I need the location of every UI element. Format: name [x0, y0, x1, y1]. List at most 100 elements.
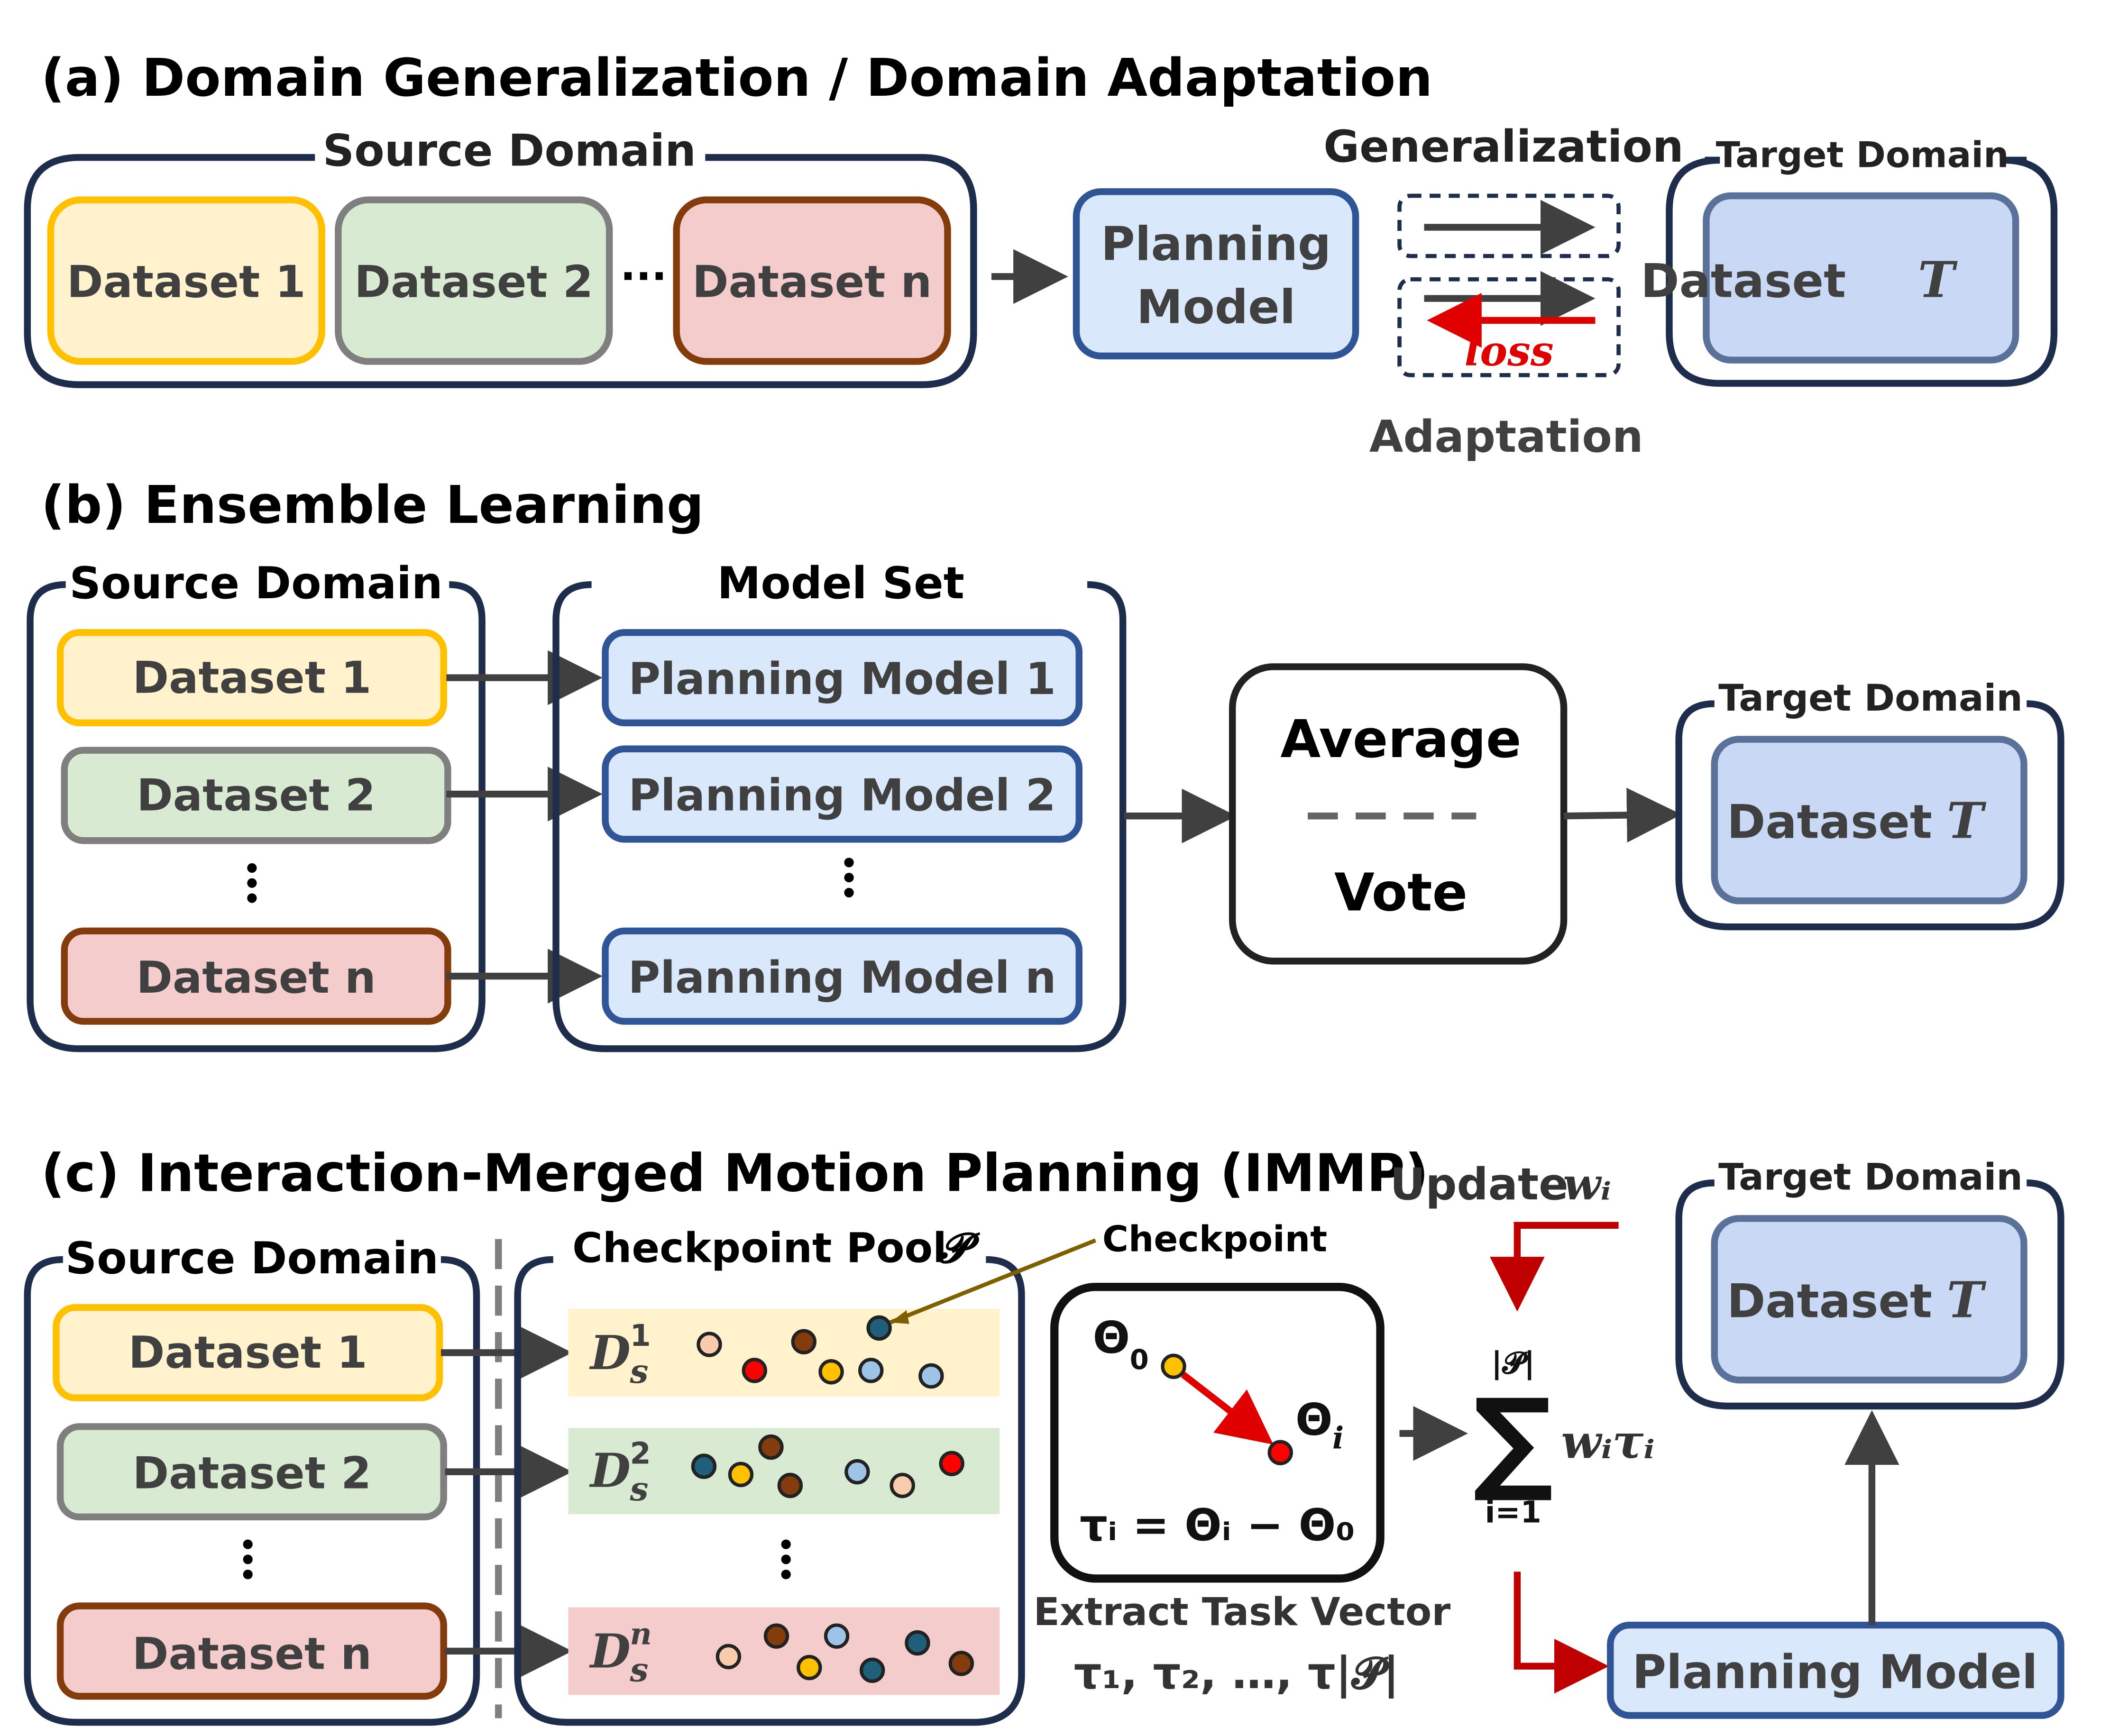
generalization-box [1397, 193, 1621, 258]
sum-lower-limit: i=1 [1485, 1494, 1541, 1529]
checkpoint-dot [742, 1358, 768, 1383]
sum-upper-limit: |𝓟| [1491, 1345, 1535, 1381]
extract-task-vector-label: Extract Task Vector [1034, 1590, 1451, 1635]
b-target-domain-label: Target Domain [1718, 677, 2023, 720]
panel-b-title: (b) Ensemble Learning [41, 475, 704, 535]
row-label-n-sup: n [630, 1616, 651, 1651]
b-dataset-1-label: Dataset 1 [132, 652, 371, 703]
c-dataset-t-label: Dataset [1727, 1274, 1932, 1328]
checkpoint-dot [697, 1332, 722, 1357]
checkpoint-dot [890, 1472, 915, 1498]
row-label-2: D 2 s [589, 1435, 651, 1508]
dataset-t-label: Dataset [1641, 255, 1846, 309]
row-label-2-sup: 2 [630, 1435, 651, 1471]
theta0-label: Θ [1093, 1312, 1130, 1363]
c-dataset-n-box [56, 1602, 447, 1700]
row-label-1-base: D [589, 1326, 631, 1380]
c-planning-model-label: Planning Model [1632, 1645, 2037, 1699]
pool-vertical-ellipsis [781, 1539, 791, 1580]
source-domain-label-b: Source Domain [69, 557, 442, 609]
thetai-label: Θ [1295, 1394, 1333, 1445]
b-vertical-ellipsis-right [844, 858, 854, 898]
panel-a-title: (a) Domain Generalization / Domain Adapt… [41, 47, 1433, 108]
checkpoint-dot [728, 1462, 754, 1488]
dataset-n-label: Dataset n [692, 256, 932, 308]
sum-term: wᵢτᵢ [1561, 1415, 1655, 1470]
planning-model-label-1: Planning [1101, 218, 1331, 272]
c-dataset-1-box [53, 1304, 443, 1401]
row-label-n-sub: s [629, 1651, 648, 1689]
checkpoint-pool-label: Checkpoint Pool [572, 1225, 947, 1272]
panel-a: (a) Domain Generalization / Domain Adapt… [24, 47, 2058, 462]
planning-model-n-label: Planning Model n [628, 952, 1056, 1003]
thetai-dot [1267, 1440, 1293, 1465]
checkpoint-dot [948, 1651, 974, 1676]
checkpoint-dot [844, 1459, 870, 1485]
checkpoint-pool-frame [514, 1256, 1025, 1726]
panel-b: (b) Ensemble Learning Source Domain Data… [27, 475, 2064, 1052]
checkpoint-callout-arrowhead [890, 1310, 909, 1324]
update-label: Update [1390, 1159, 1568, 1210]
thetai-sub: i [1332, 1420, 1344, 1456]
panel-c-title: (c) Interaction-Merged Motion Planning (… [41, 1143, 1429, 1204]
checkpoint-dot [905, 1630, 930, 1656]
c-dataset-n-label: Dataset n [132, 1628, 372, 1679]
checkpoint-dot [758, 1434, 784, 1460]
b-dataset-t-symbol: T [1947, 791, 1987, 850]
dataset-2-box [335, 196, 613, 365]
c-target-domain-frame [1675, 1179, 2064, 1410]
planning-model-n-box [602, 927, 1082, 1025]
pool-row-2 [568, 1428, 1000, 1515]
theta0-sub: 0 [1130, 1343, 1149, 1376]
model-set-label: Model Set [717, 557, 964, 609]
c-vertical-ellipsis-left [243, 1539, 253, 1580]
c-dataset-t-symbol: T [1947, 1270, 1987, 1329]
c-target-domain-label: Target Domain [1718, 1156, 2023, 1199]
dataset-2-label: Dataset 2 [354, 256, 593, 308]
b-target-domain-frame [1675, 700, 2064, 931]
planning-model-2-label: Planning Model 2 [628, 770, 1056, 821]
pool-row-n [568, 1607, 1000, 1695]
theta0-dot [1161, 1353, 1186, 1379]
checkpoint-dot-highlighted [866, 1315, 892, 1341]
task-vector-formula: τᵢ = Θᵢ − Θ₀ [1080, 1499, 1355, 1551]
dataset-t-symbol: T [1918, 251, 1958, 309]
vote-label: Vote [1334, 862, 1468, 923]
row-label-2-base: D [589, 1444, 631, 1498]
planning-model-label-2: Model [1137, 281, 1296, 335]
adaptation-label: Adaptation [1369, 411, 1643, 462]
update-symbol: wᵢ [1563, 1158, 1611, 1210]
target-domain-label: Target Domain [1716, 134, 2009, 175]
source-domain-label: Source Domain [323, 125, 696, 176]
row-label-1-sup: 1 [630, 1318, 651, 1353]
task-vector-arrow [1181, 1371, 1274, 1445]
c-dataset-t-box [1711, 1215, 2027, 1384]
c-planning-model-box [1607, 1621, 2064, 1719]
checkpoint-dot [797, 1654, 822, 1681]
checkpoint-dot [777, 1472, 803, 1498]
row-label-1-sub: s [629, 1352, 648, 1391]
adaptation-box [1397, 277, 1621, 377]
checkpoint-dots [691, 1315, 974, 1683]
dataset-1-box [47, 196, 325, 365]
model-set-frame [552, 581, 1127, 1052]
checkpoint-pool-symbol: 𝓟 [938, 1224, 980, 1272]
checkpoint-dot [918, 1363, 944, 1389]
b-arrow-to-target [1564, 787, 1682, 843]
tau-list: τ₁, τ₂, …, τ|𝓟| [1074, 1647, 1399, 1699]
row-label-2-sub: s [629, 1470, 648, 1508]
planning-model-box [1073, 188, 1359, 360]
dataset-ellipsis: ··· [620, 253, 667, 300]
b-dataset-1-box [56, 629, 447, 727]
planning-model-1-box [602, 629, 1082, 727]
row-label-n-base: D [589, 1625, 631, 1679]
b-dataset-2-label: Dataset 2 [137, 770, 376, 821]
b-dataset-t-label: Dataset [1727, 795, 1932, 849]
c-source-domain-frame [24, 1256, 480, 1726]
b-dataset-t-box [1711, 736, 2027, 905]
checkpoint-callout-label: Checkpoint [1102, 1218, 1327, 1260]
planning-model-1-label: Planning Model 1 [628, 653, 1056, 704]
checkpoint-dot [763, 1623, 789, 1649]
checkpoint-callout-line [889, 1238, 1097, 1325]
